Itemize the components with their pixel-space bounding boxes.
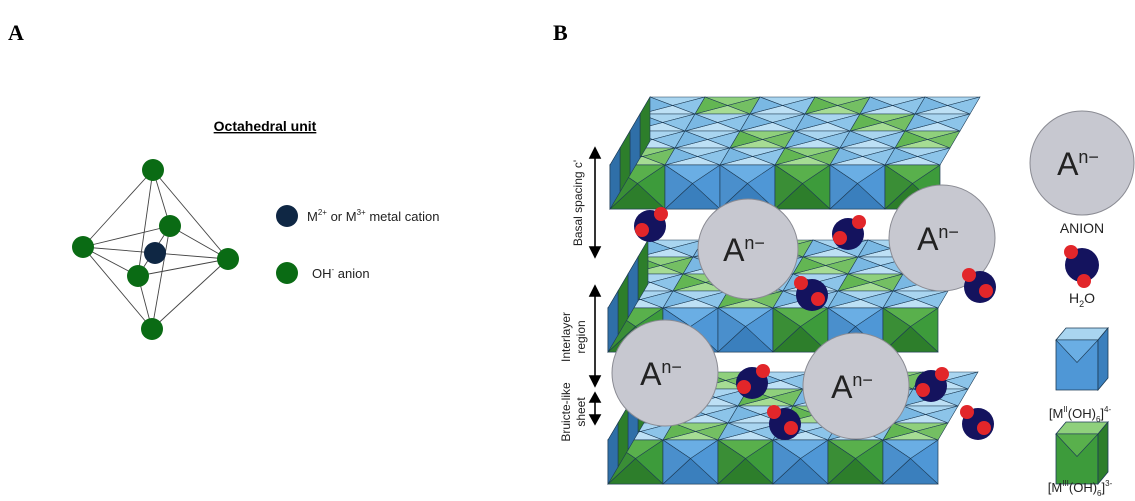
legend-anion-sphere [1029, 110, 1135, 216]
octahedron-front [827, 439, 884, 485]
octahedron-front [774, 164, 831, 210]
octahedron-tile [914, 96, 981, 115]
legend-water-hydrogen [1064, 245, 1078, 259]
anion-sphere: An− [697, 198, 799, 300]
octahedron-tile [784, 130, 851, 149]
octahedron-tile [882, 422, 949, 441]
octahedron-tile [662, 422, 729, 441]
anion-sphere: An− [888, 184, 996, 292]
legend-mii-octahedron [1055, 326, 1109, 392]
panel-a-letter: A [8, 20, 24, 45]
octahedron-tile [719, 147, 786, 166]
octahedron-tile [849, 113, 916, 132]
octahedron-front [882, 439, 939, 485]
vertex-back [159, 215, 181, 237]
brucite-like-sheet [609, 95, 981, 211]
octahedron-front [772, 307, 829, 353]
octahedron-front [829, 164, 886, 210]
legend-oh-anion: OH- anion [276, 262, 370, 284]
legend-water-hydrogen [1077, 274, 1091, 288]
legend-metal-cation: M2+ or M3+ metal cation [276, 205, 439, 227]
anion-symbol: An− [723, 232, 765, 268]
legend-metal-swatch [276, 205, 298, 227]
water-molecule [962, 268, 996, 303]
octahedron-tile [882, 290, 949, 309]
octahedron-front [717, 439, 774, 485]
oh-anion-vertices [72, 159, 239, 340]
octahedron-tile [894, 130, 961, 149]
octahedral-unit-diagram: Octahedral unit M2+ or M3+ metal cation [72, 118, 439, 340]
legend-miii-label: [MIII(OH)6]3- [1048, 479, 1113, 498]
octahedron-tile [839, 130, 906, 149]
brucite-sheets [607, 95, 981, 486]
sheet-side [607, 238, 649, 354]
vertex-top [142, 159, 164, 181]
octahedron-tile [794, 113, 861, 132]
octahedron-tile [674, 130, 741, 149]
octahedron-tile [694, 96, 761, 115]
vertex-right [217, 248, 239, 270]
anion-symbol: An− [831, 369, 873, 405]
octahedron-tile [684, 113, 751, 132]
vertex-bottom [141, 318, 163, 340]
interlayer-label-line1: Interlayer [559, 312, 573, 362]
legend-anion-symbol: An− [1057, 146, 1099, 182]
basal-spacing-label: Basal spacing c' [571, 160, 585, 246]
water-molecule [960, 405, 994, 440]
legend-metal-label: M2+ or M3+ metal cation [307, 208, 439, 224]
octahedron-tile [729, 130, 796, 149]
octahedron-tile [829, 147, 896, 166]
vertex-left [72, 236, 94, 258]
water-molecule [832, 215, 866, 250]
legend-anion-name: ANION [1060, 220, 1104, 236]
interlayer-label-line2: region [574, 320, 588, 353]
octahedron-front [717, 307, 774, 353]
metal-cation-center [144, 242, 166, 264]
anion-sphere: An− [611, 319, 719, 427]
legend-mii-label: [MII(OH)6]4- [1049, 405, 1112, 424]
octahedron-tile [662, 290, 729, 309]
vertex-front [127, 265, 149, 287]
water-molecule [736, 364, 770, 399]
octahedral-title: Octahedral unit [214, 118, 317, 134]
octahedron-tile [859, 96, 926, 115]
octahedron-tile [749, 96, 816, 115]
legend-water: H2O [1064, 245, 1099, 309]
octahedron-tile [774, 147, 841, 166]
brucite-label-line2: sheet [574, 397, 588, 427]
anion-symbol: An− [917, 221, 959, 257]
anion-sphere: An− [802, 332, 910, 440]
octahedron-tile [804, 96, 871, 115]
legend-miii-octahedron [1055, 420, 1109, 486]
legend-oh-label: OH- anion [312, 265, 370, 281]
panel-b-letter: B [553, 20, 568, 45]
anion-symbol: An− [640, 356, 682, 392]
water-molecule [767, 405, 801, 440]
octahedron-front [664, 164, 721, 210]
octahedron-front [772, 439, 829, 485]
octahedron-tile [827, 290, 894, 309]
octahedron-front [662, 439, 719, 485]
octahedron-tile [904, 113, 971, 132]
water-molecule [794, 276, 828, 311]
legend-anion: An− ANION [1029, 110, 1135, 236]
water-molecule [915, 367, 949, 402]
dimension-arrows [588, 146, 602, 426]
legend-water-label: H2O [1069, 290, 1095, 309]
legend-oh-swatch [276, 262, 298, 284]
octahedron-front [882, 307, 939, 353]
octahedron-tile [837, 273, 904, 292]
sheet-side [609, 95, 651, 211]
octahedron-tile [664, 147, 731, 166]
interlayer-species: An− An− An− An− [611, 184, 996, 440]
brucite-label-line1: Bruicte-like [559, 382, 573, 442]
octahedron-tile [739, 113, 806, 132]
water-molecule [634, 207, 668, 242]
octahedron-tile [792, 256, 859, 275]
octahedron-tile [884, 147, 951, 166]
